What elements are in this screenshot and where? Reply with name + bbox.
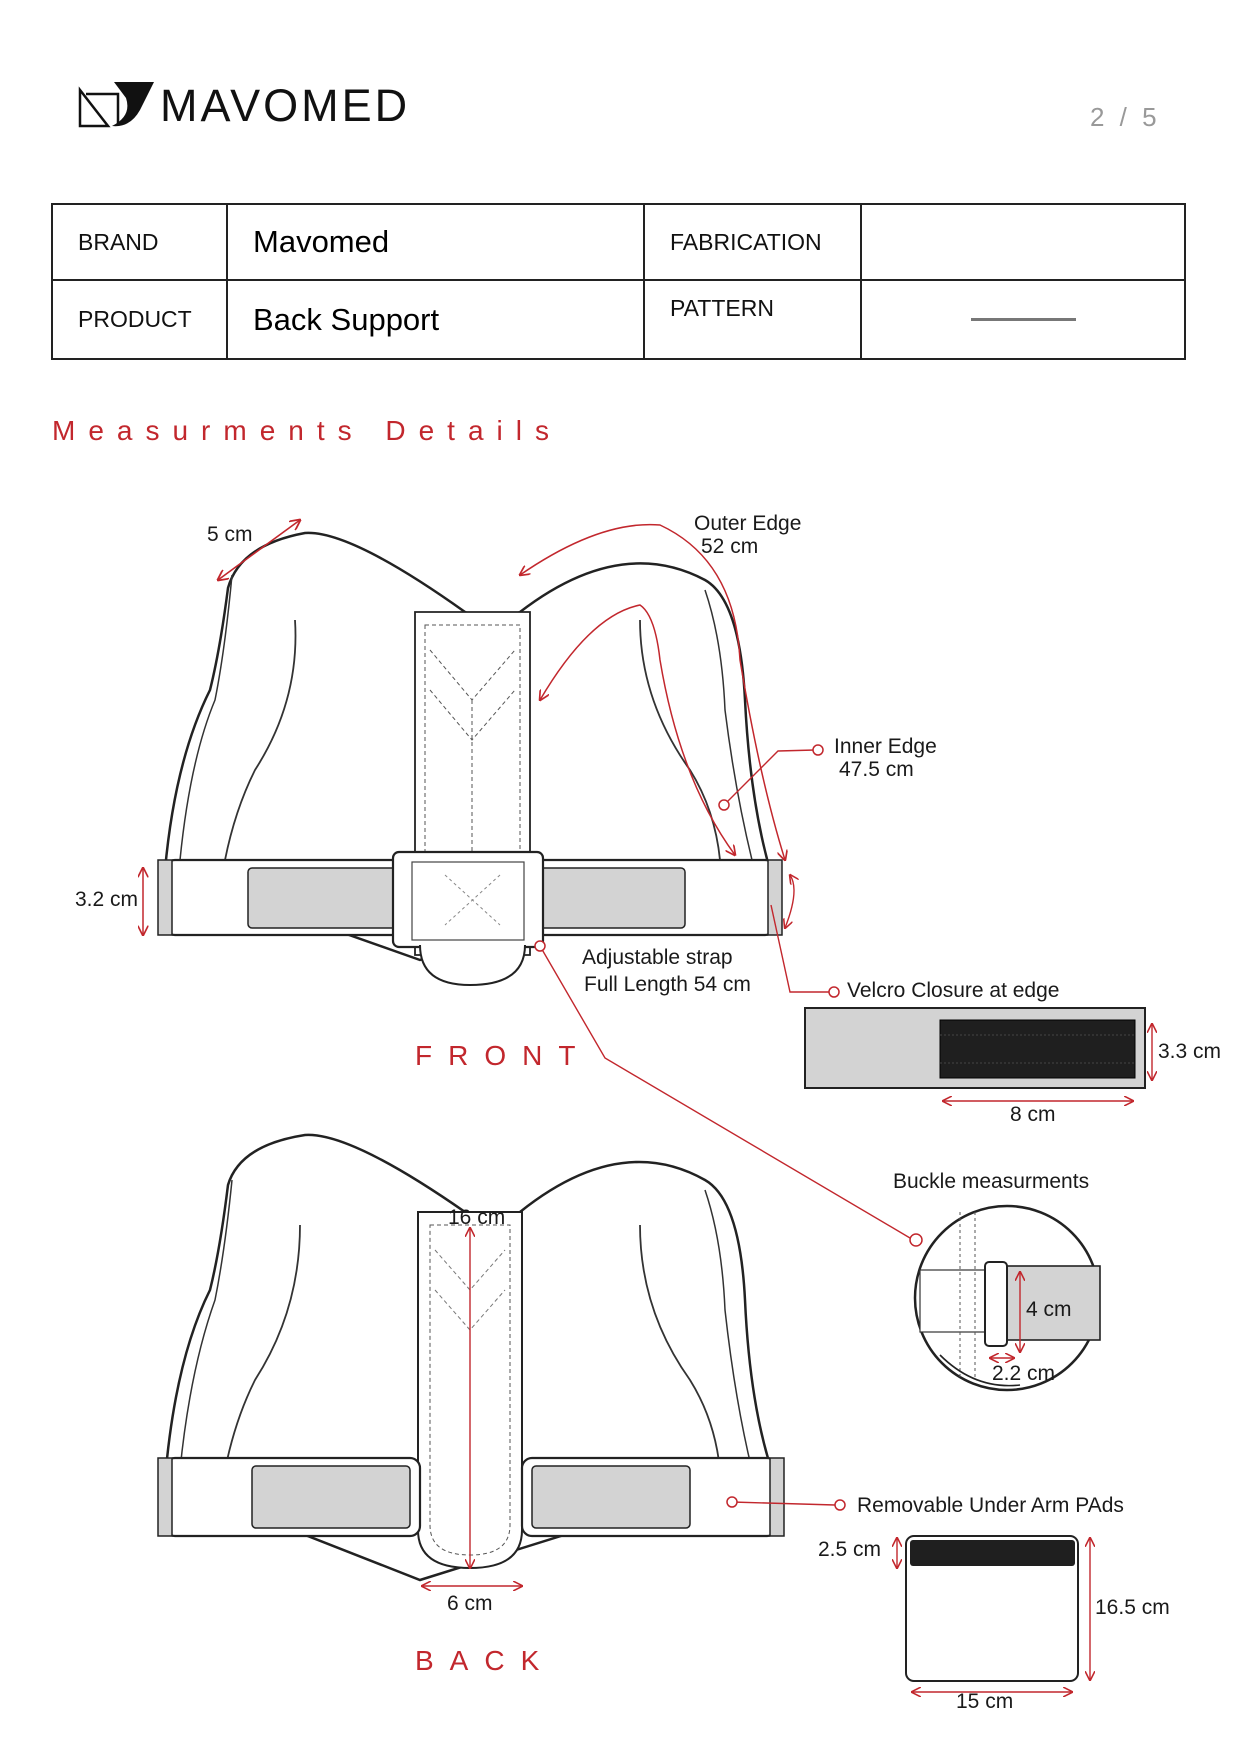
- outer-edge-value: 52 cm: [701, 535, 759, 558]
- pad-width-label: 15 cm: [956, 1690, 1014, 1713]
- logo-icon: [78, 82, 154, 128]
- inner-edge-label: Inner Edge: [834, 735, 937, 758]
- underarm-pads-label: Removable Under Arm PAds: [857, 1494, 1124, 1517]
- front-view-drawing: [143, 520, 923, 1247]
- spec-table: BRAND Mavomed FABRICATION PRODUCT Back S…: [51, 203, 1186, 360]
- front-view-label: FRONT: [415, 1040, 592, 1071]
- fabrication-label: FABRICATION: [643, 203, 862, 281]
- brand-value: Mavomed: [226, 203, 645, 281]
- front-strap-height-label: 3.2 cm: [75, 888, 139, 911]
- product-value: Back Support: [226, 279, 645, 360]
- buckle-measurements-label: Buckle measurments: [893, 1170, 1090, 1193]
- product-label: PRODUCT: [51, 279, 228, 360]
- pad-strip-height-label: 2.5 cm: [818, 1538, 882, 1561]
- back-bottom-width-label: 6 cm: [447, 1592, 493, 1615]
- pattern-value: [860, 279, 1186, 360]
- page-indicator: 2 / 5: [1090, 102, 1161, 132]
- buckle-height-label: 4 cm: [1026, 1298, 1072, 1321]
- adjustable-strap-label: Adjustable strap: [582, 946, 733, 969]
- buckle-detail: [913, 1204, 1101, 1392]
- underarm-pad-strip: [910, 1540, 1075, 1566]
- velcro-closure-label: Velcro Closure at edge: [847, 979, 1060, 1002]
- inner-edge-value: 47.5 cm: [839, 758, 914, 781]
- buckle-width-label: 2.2 cm: [992, 1362, 1056, 1385]
- back-view-label: BACK: [415, 1645, 556, 1676]
- buckle-bar: [984, 1261, 1008, 1347]
- velcro-width-label: 8 cm: [1010, 1103, 1056, 1126]
- velcro-detail: [804, 1007, 1152, 1101]
- brand-label: BRAND: [51, 203, 228, 281]
- pattern-label: PATTERN: [643, 279, 862, 360]
- pad-height-label: 16.5 cm: [1095, 1596, 1170, 1619]
- pattern-swatch-line: [970, 318, 1076, 321]
- outer-edge-label: Outer Edge: [694, 512, 802, 535]
- velcro-patch: [939, 1019, 1136, 1079]
- shoulder-width-label: 5 cm: [207, 523, 253, 546]
- underarm-pad: [905, 1535, 1079, 1682]
- velcro-height-label: 3.3 cm: [1158, 1040, 1222, 1063]
- adjustable-strap-value: Full Length 54 cm: [584, 973, 751, 996]
- back-center-length-label: 16 cm: [448, 1206, 506, 1229]
- back-view-drawing: [157, 1133, 846, 1586]
- fabrication-value: [860, 203, 1186, 281]
- underarm-pad-detail: [897, 1535, 1090, 1692]
- section-title: Measurments Details: [52, 415, 562, 446]
- front-buckle: [391, 850, 545, 949]
- brand-wordmark: MAVOMED: [160, 80, 411, 131]
- brand-logo: [78, 80, 156, 128]
